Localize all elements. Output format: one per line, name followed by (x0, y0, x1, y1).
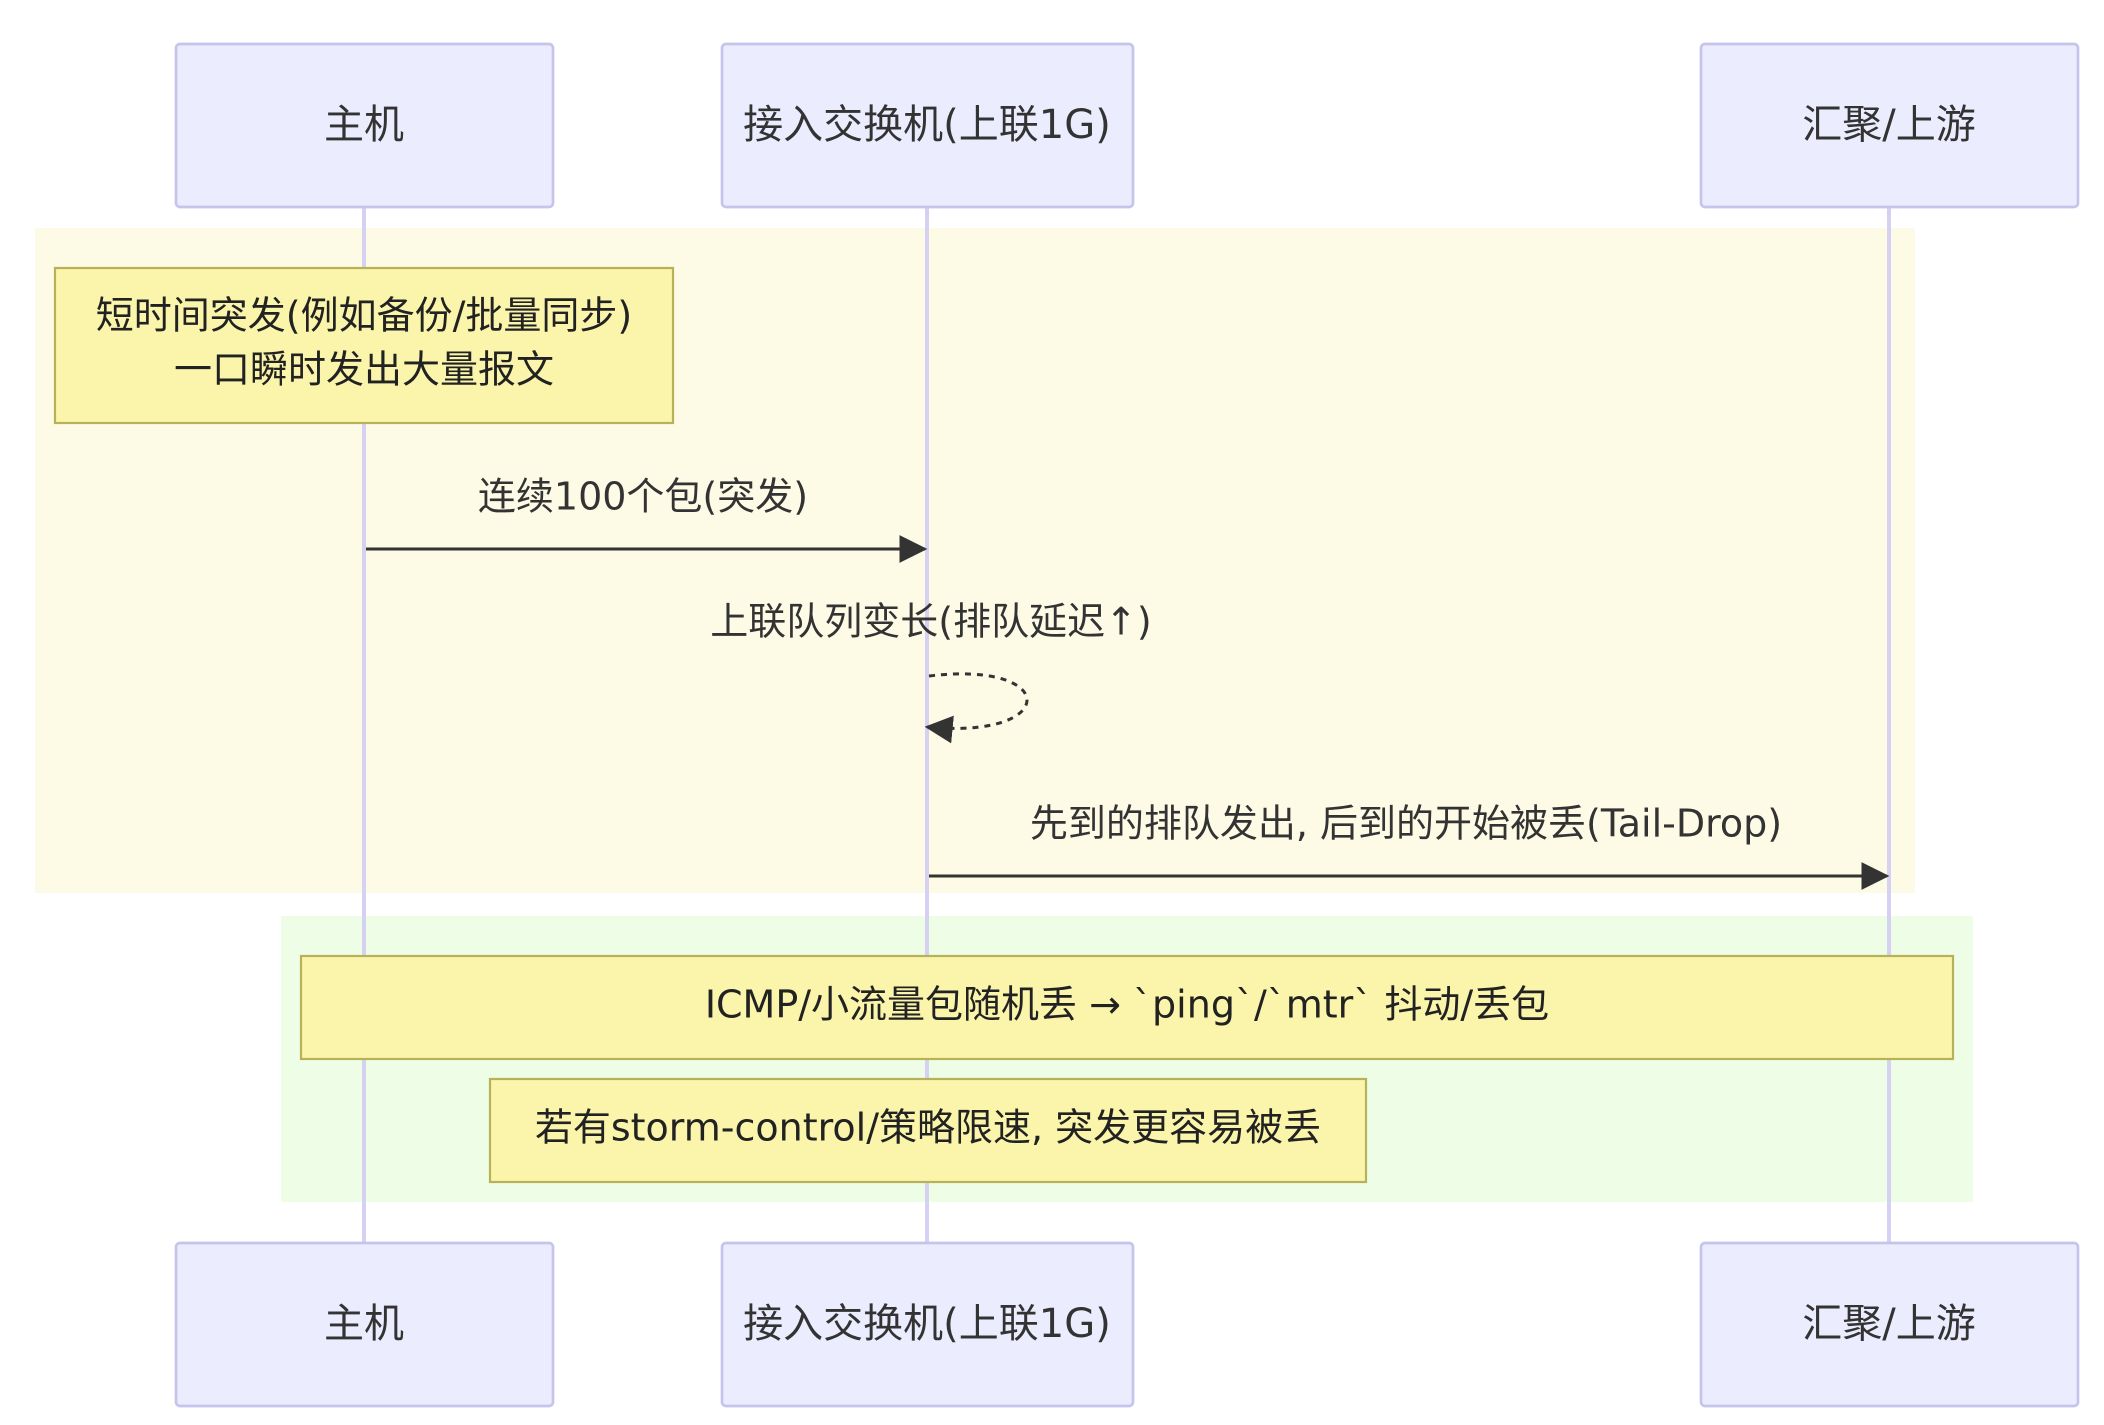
note-icmp-effect: ICMP/小流量包随机丢 → `ping`/`mtr` 抖动/丢包 (299, 954, 1955, 1061)
message-tail-drop-label: 先到的排队发出, 后到的开始被丢(Tail-Drop) (1030, 802, 1782, 846)
message-queue-grows-label: 上联队列变长(排队延迟↑) (710, 600, 1152, 644)
message-burst-packets: 连续100个包(突发) (366, 475, 928, 563)
actor-host-bottom: 主机 (174, 1241, 555, 1408)
note-burst: 短时间突发(例如备份/批量同步) 一口瞬时发出大量报文 (53, 266, 675, 425)
actor-host-top-label: 主机 (324, 102, 404, 148)
actor-host-bottom-label: 主机 (324, 1301, 404, 1347)
actor-host-top: 主机 (174, 42, 555, 209)
actor-access-switch-bottom: 接入交换机(上联1G) (720, 1241, 1135, 1408)
actor-access-switch-top-label: 接入交换机(上联1G) (743, 102, 1111, 148)
actor-upstream-top-label: 汇聚/上游 (1802, 102, 1975, 148)
message-tail-drop: 先到的排队发出, 后到的开始被丢(Tail-Drop) (929, 802, 1890, 890)
actor-upstream-bottom: 汇聚/上游 (1699, 1241, 2080, 1408)
note-burst-line2: 一口瞬时发出大量报文 (174, 348, 554, 392)
note-icmp-effect-text: ICMP/小流量包随机丢 → `ping`/`mtr` 抖动/丢包 (705, 983, 1549, 1027)
message-queue-grows: 上联队列变长(排队延迟↑) (710, 600, 1152, 744)
actor-upstream-bottom-label: 汇聚/上游 (1802, 1301, 1975, 1347)
message-queue-grows-arrow (924, 672, 1029, 744)
actor-upstream-top: 汇聚/上游 (1699, 42, 2080, 209)
note-storm-control: 若有storm-control/策略限速, 突发更容易被丢 (488, 1077, 1368, 1184)
actor-access-switch-bottom-label: 接入交换机(上联1G) (743, 1301, 1111, 1347)
actor-access-switch-top: 接入交换机(上联1G) (720, 42, 1135, 209)
note-burst-line1: 短时间突发(例如备份/批量同步) (96, 294, 632, 338)
note-storm-control-text: 若有storm-control/策略限速, 突发更容易被丢 (535, 1106, 1321, 1150)
message-burst-packets-label: 连续100个包(突发) (478, 475, 808, 519)
